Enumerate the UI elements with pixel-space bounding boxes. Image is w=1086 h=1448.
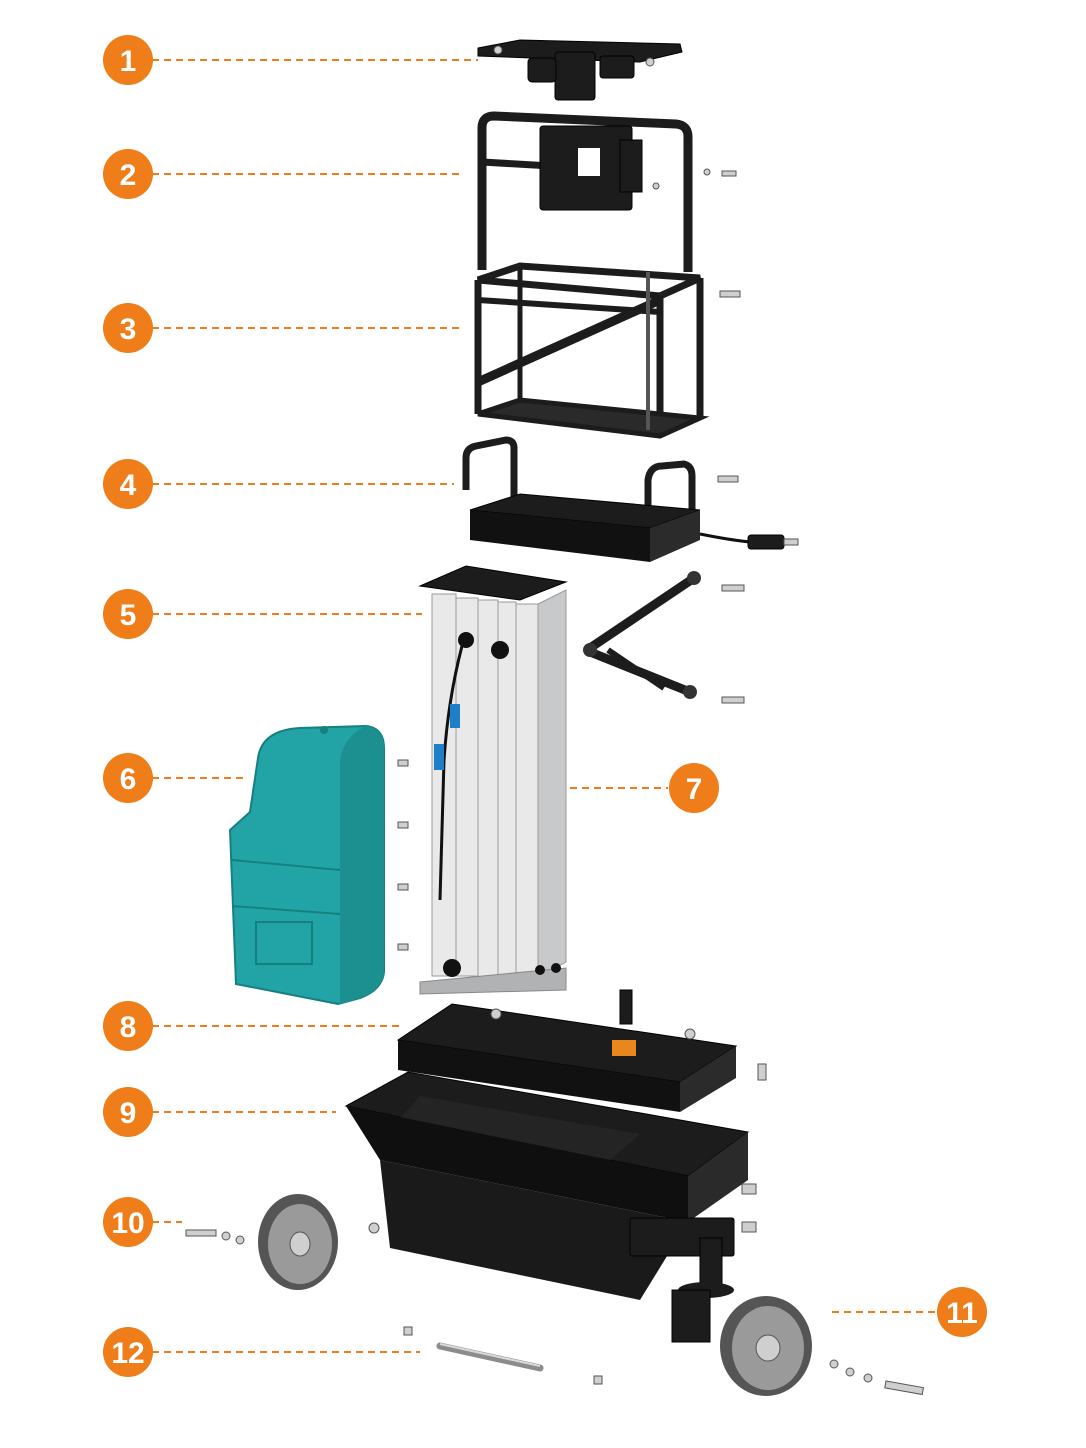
callout-8-label: 8 xyxy=(120,1011,137,1044)
leader-lines xyxy=(152,59,938,1353)
callout-10-label: 10 xyxy=(111,1207,144,1240)
callout-3: 3 xyxy=(103,303,153,353)
part-3-cage-frame xyxy=(474,262,741,439)
callout-12-label: 12 xyxy=(111,1337,144,1370)
callout-8: 8 xyxy=(103,1001,153,1051)
callout-4: 4 xyxy=(103,459,153,509)
part-1-mounting-plate xyxy=(477,39,683,101)
part-9-chassis xyxy=(344,1071,757,1300)
part-7-telescopic-mast xyxy=(397,565,568,995)
callout-6: 6 xyxy=(103,753,153,803)
callout-7-label: 7 xyxy=(686,773,703,806)
part-5-stabilizer-arm xyxy=(583,571,745,704)
callout-5-label: 5 xyxy=(120,599,137,632)
callout-12: 12 xyxy=(103,1327,153,1377)
callout-9-label: 9 xyxy=(120,1097,137,1130)
part-4-battery-tray xyxy=(462,436,799,562)
callout-1: 1 xyxy=(103,35,153,85)
part-6-teal-cover xyxy=(228,724,385,1006)
callout-11-label: 11 xyxy=(946,1297,978,1330)
part-10-left-wheel xyxy=(185,1194,380,1290)
callout-11: 11 xyxy=(937,1287,987,1337)
callout-1-label: 1 xyxy=(120,45,137,78)
callout-7: 7 xyxy=(669,763,719,813)
callout-2: 2 xyxy=(103,149,153,199)
callout-6-label: 6 xyxy=(120,763,137,796)
callout-2-label: 2 xyxy=(120,159,137,192)
callout-4-label: 4 xyxy=(120,469,137,502)
callout-9: 9 xyxy=(103,1087,153,1137)
part-8-base-plate xyxy=(396,989,767,1112)
callout-5: 5 xyxy=(103,589,153,639)
callout-3-label: 3 xyxy=(120,313,137,346)
part-2-handle-frame xyxy=(477,111,737,272)
callout-10: 10 xyxy=(103,1197,153,1247)
part-11-caster-wheel xyxy=(671,1237,925,1396)
part-12-axle xyxy=(403,1326,603,1385)
